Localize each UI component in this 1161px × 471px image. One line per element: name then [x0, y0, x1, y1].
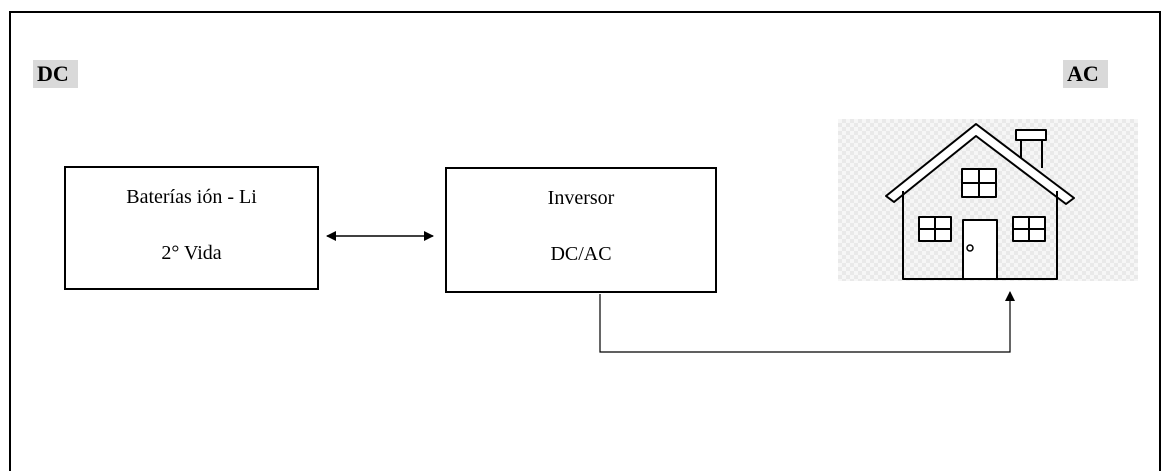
inverter-title: Inversor: [547, 187, 615, 209]
connectors-layer: [326, 123, 1075, 353]
inverter-subtitle: DC/AC: [550, 243, 612, 265]
inverter-box: Inversor DC/AC: [445, 167, 717, 293]
battery-box: Baterías ión - Li 2° Vida: [64, 166, 319, 290]
dc-label: DC: [33, 60, 78, 88]
ac-label: AC: [1063, 60, 1108, 88]
battery-subtitle: 2° Vida: [161, 242, 222, 264]
battery-title: Baterías ión - Li: [126, 186, 257, 208]
inverter-to-house-connector: [599, 291, 1015, 353]
house-icon: [885, 123, 1075, 280]
diagram-frame: [9, 11, 1161, 471]
